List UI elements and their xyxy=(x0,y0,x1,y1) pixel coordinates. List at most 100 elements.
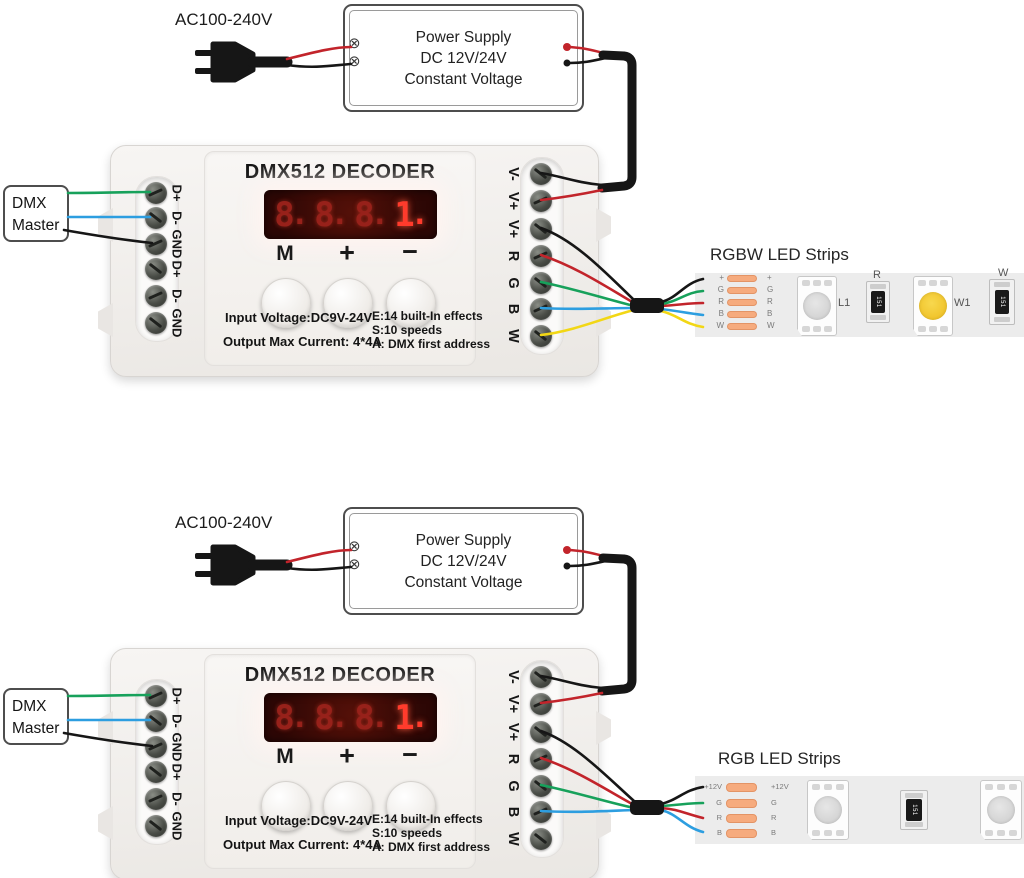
plus-button xyxy=(323,781,373,831)
terminal-label: D+ xyxy=(169,184,185,202)
terminal-label: B xyxy=(505,806,521,818)
mode-button-label: M xyxy=(276,242,294,265)
terminal-screw xyxy=(530,163,552,185)
solder-pad xyxy=(727,323,757,330)
address-note: A: DMX first address xyxy=(372,337,491,351)
pad-label: G xyxy=(771,798,777,807)
solder-pad xyxy=(726,783,757,792)
display-digit: 8 xyxy=(274,194,295,235)
dmx-master-line1: DMX xyxy=(12,195,47,212)
resistor-code: 151 xyxy=(874,296,881,308)
pad-label: B xyxy=(718,309,724,318)
decoder-front-panel: DMX512 DECODER 8. 8. 8. 1. M + − Input V… xyxy=(204,654,490,869)
terminal-screw xyxy=(530,325,552,347)
terminal-screw xyxy=(145,285,167,307)
dmx-master-line1: DMX xyxy=(12,698,47,715)
terminal-label: D+ xyxy=(169,763,185,781)
terminal-screw xyxy=(530,218,552,240)
input-voltage-spec: Input Voltage:DC9V-24V xyxy=(225,310,373,325)
mounting-ear xyxy=(596,711,611,745)
terminal-screw xyxy=(530,801,552,823)
mode-button xyxy=(261,781,311,831)
pad-label: + xyxy=(767,273,772,282)
terminal-label: W xyxy=(505,329,521,343)
resistor: 151 xyxy=(900,790,928,830)
speeds-note: S:10 speeds xyxy=(372,323,443,337)
effects-note: E:14 built-In effects xyxy=(372,309,483,323)
rgb-section: AC100-240V ⊗ ⊗ Power Supply DC 12V/24V C… xyxy=(0,503,1024,878)
mounting-ear xyxy=(98,711,113,745)
terminal-label: R xyxy=(505,250,521,262)
solder-pad xyxy=(727,299,757,306)
led-chip xyxy=(797,276,837,336)
minus-button-label: − xyxy=(402,739,418,770)
pad-label: W xyxy=(716,321,724,330)
terminal-label: W xyxy=(505,832,521,846)
terminal-screw xyxy=(530,272,552,294)
psu-line3: Constant Voltage xyxy=(404,573,523,591)
output-current-spec: Output Max Current: 4*4A xyxy=(223,334,382,349)
solder-pad xyxy=(727,287,757,294)
terminal-label: D- xyxy=(169,289,185,303)
terminal-label: GND xyxy=(169,732,185,762)
rgbw-led-strip: + G R B W + G R B W L1 R 151 xyxy=(695,267,1024,337)
solder-pad xyxy=(726,829,757,838)
terminal-screw xyxy=(145,258,167,280)
display-digit: 8 xyxy=(354,194,375,235)
pad-label: + xyxy=(719,273,724,282)
terminal-label: D- xyxy=(169,211,185,225)
minus-button xyxy=(386,278,436,328)
plus-button-label: + xyxy=(339,237,355,268)
dmx-master-line2: Master xyxy=(12,217,60,234)
pad-label: G xyxy=(717,285,724,294)
terminal-label: G xyxy=(505,277,521,289)
pad-label: +12V xyxy=(771,782,789,791)
psu-line2: DC 12V/24V xyxy=(420,49,507,67)
mode-button-label: M xyxy=(276,745,294,768)
terminal-label: GND xyxy=(169,229,185,259)
psu-line1: Power Supply xyxy=(415,28,512,46)
mounting-ear xyxy=(596,303,611,337)
decimal-point: . xyxy=(290,699,309,735)
mounting-ear xyxy=(596,806,611,840)
rgbw-section: AC100-240V ⊗ ⊗ Power Supply DC 12V/24V C… xyxy=(0,0,1024,439)
terminal-screw xyxy=(145,815,167,837)
terminal-screw xyxy=(530,666,552,688)
terminal-screw xyxy=(145,788,167,810)
pad-label: B xyxy=(716,828,722,837)
led-die xyxy=(814,796,842,824)
power-supply-text: Power Supply DC 12V/24V Constant Voltage xyxy=(349,513,578,609)
terminal-label: B xyxy=(505,303,521,315)
dmx-master-box: DMX Master xyxy=(3,688,69,745)
terminal-label: V+ xyxy=(505,191,521,211)
resistor1-label: R xyxy=(873,269,881,281)
decimal-point: . xyxy=(410,699,429,735)
pad-label: R xyxy=(767,297,773,306)
decimal-point: . xyxy=(330,196,349,232)
resistor2-label: W xyxy=(998,267,1009,279)
ac-voltage-label: AC100-240V xyxy=(175,10,273,29)
terminal-screw xyxy=(530,245,552,267)
display-digit: 1 xyxy=(394,194,415,235)
speeds-note: S:10 speeds xyxy=(372,826,443,840)
terminal-label: D+ xyxy=(169,687,185,705)
terminal-label: D+ xyxy=(169,260,185,278)
solder-pad xyxy=(726,814,757,823)
terminal-screw xyxy=(530,748,552,770)
terminal-screw xyxy=(145,233,167,255)
dmx512-decoder: D+ D- GND D+ D- GND V- V+ V+ R G B W DMX… xyxy=(98,145,611,377)
mounting-ear xyxy=(98,806,113,840)
resistor-code: 151 xyxy=(998,296,1005,308)
terminal-label: D- xyxy=(169,792,185,806)
power-supply-box: ⊗ ⊗ Power Supply DC 12V/24V Constant Vol… xyxy=(343,507,584,615)
power-supply-text: Power Supply DC 12V/24V Constant Voltage xyxy=(349,10,578,106)
solder-pad xyxy=(727,275,757,282)
decimal-point: . xyxy=(370,699,389,735)
terminal-screw xyxy=(145,710,167,732)
decimal-point: . xyxy=(330,699,349,735)
white-led-die xyxy=(919,292,947,320)
terminal-screw xyxy=(530,828,552,850)
terminal-label: V- xyxy=(505,167,521,181)
terminal-screw xyxy=(530,693,552,715)
decoder-front-panel: DMX512 DECODER 8. 8. 8. 1. M + − Input V… xyxy=(204,151,490,366)
